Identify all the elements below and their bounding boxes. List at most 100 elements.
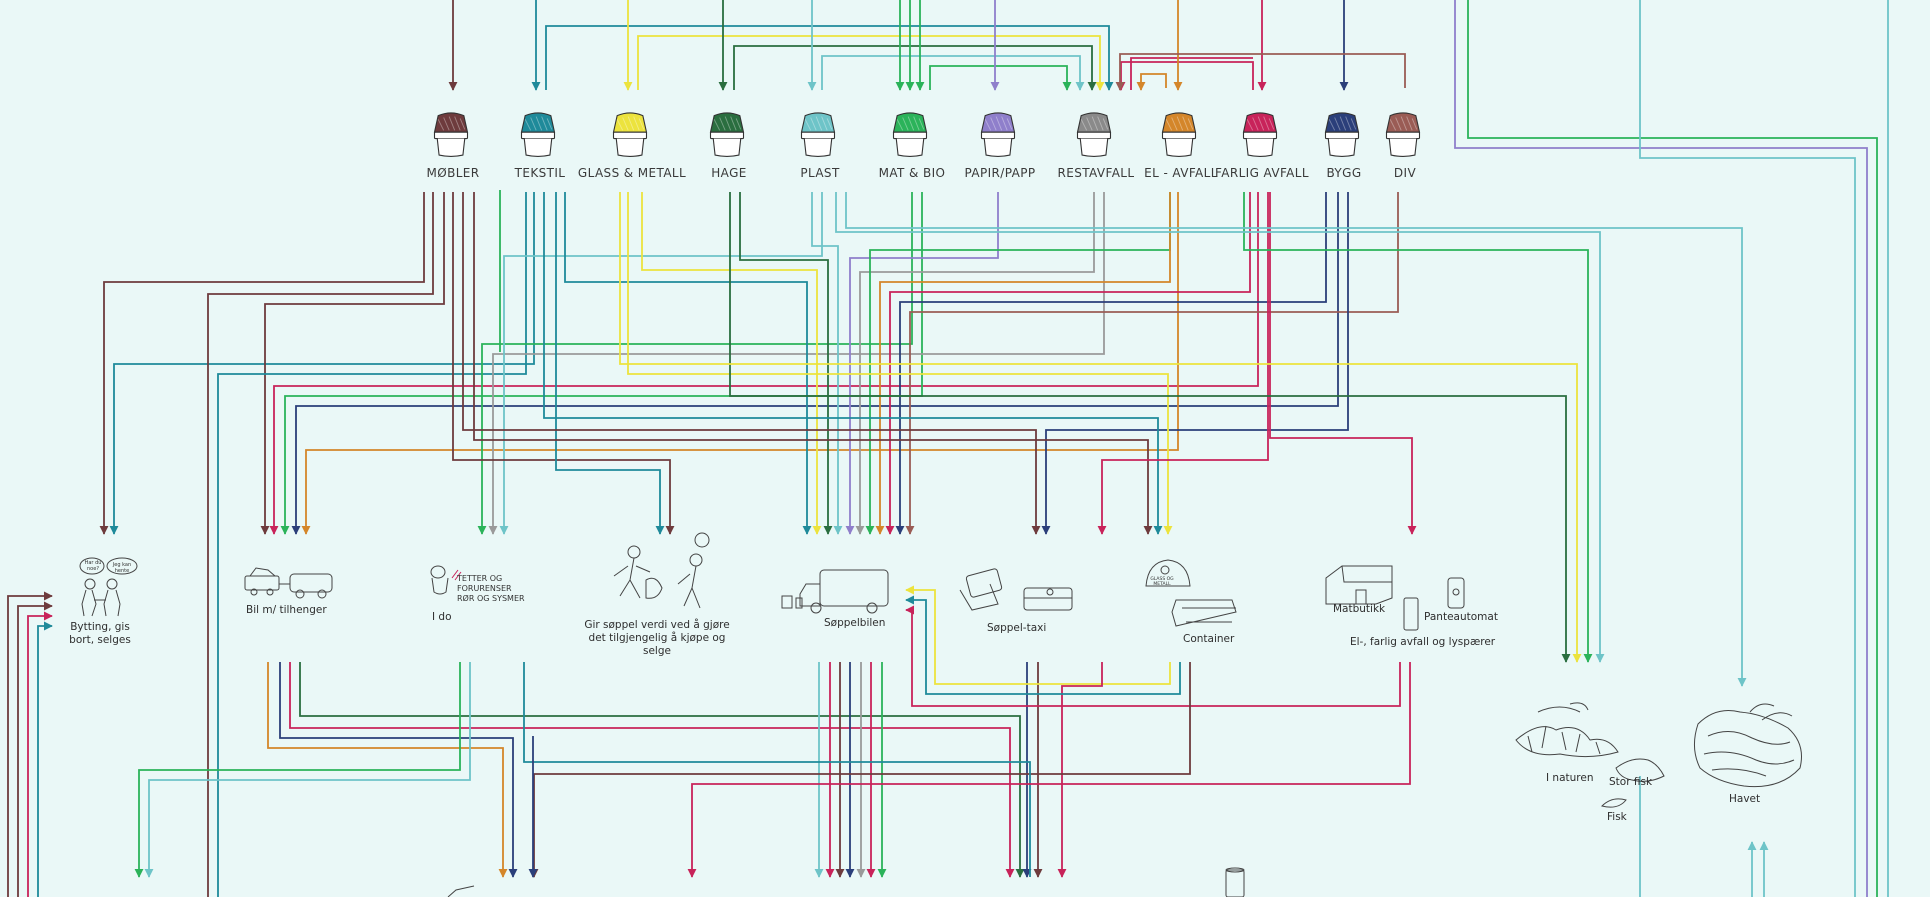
in-mat-line-4 bbox=[929, 65, 1072, 91]
bin-mat-label: MAT & BIO bbox=[878, 166, 946, 180]
left-tekstil-line bbox=[37, 621, 53, 897]
rest-to-soppelbilen bbox=[855, 192, 1095, 535]
mobler-to-gir bbox=[452, 192, 675, 535]
elfarlig-to-bilen bbox=[905, 605, 1401, 707]
bygg-to-soppelbilen bbox=[895, 192, 1327, 535]
ido-down-2 bbox=[144, 662, 471, 878]
left-mobler-line-1 bbox=[7, 591, 53, 897]
mat-to-naturen bbox=[1243, 192, 1593, 663]
dest-naturen: I naturen bbox=[1546, 772, 1594, 784]
bin-el-label: EL - AVFALL bbox=[1144, 166, 1218, 180]
in-hage-line-2 bbox=[733, 45, 1097, 91]
el-to-bil bbox=[301, 192, 1179, 535]
edge-mat-line bbox=[1467, 0, 1878, 897]
mobler-down-left bbox=[207, 192, 434, 897]
plast-to-ido bbox=[499, 192, 823, 535]
speech-bubble-2: Jeg kan hente bbox=[112, 562, 132, 574]
bil-down-3 bbox=[289, 662, 1015, 878]
bin-tekstil-icon bbox=[520, 112, 556, 158]
mobler-to-container bbox=[473, 192, 1153, 535]
el-to-soppelbilen bbox=[875, 192, 1171, 535]
dest-matbutikk: Matbutikk bbox=[1333, 603, 1386, 615]
bin-glass-icon bbox=[612, 112, 648, 158]
dest-bytting: Bytting, gis bort, selges bbox=[69, 621, 131, 646]
dest-gir: Gir søppel verdi ved å gjøre det tilgjen… bbox=[584, 619, 730, 657]
farlig-to-elfarlig bbox=[1269, 192, 1417, 535]
bin-el-icon bbox=[1161, 112, 1197, 158]
soppelbilen-sketch bbox=[781, 569, 889, 614]
dest-tetter: TETTER OG FORURENSER RØR OG SYSMER bbox=[457, 574, 525, 603]
bil-down-4 bbox=[299, 662, 1025, 878]
edge-papir-line bbox=[1454, 0, 1868, 897]
bin-farlig-icon bbox=[1242, 112, 1278, 158]
plast-to-soppelbilen bbox=[811, 192, 843, 535]
bil-down-1 bbox=[267, 662, 508, 878]
bin-hage-label: HAGE bbox=[711, 166, 747, 180]
mobler-to-taxi bbox=[462, 192, 1041, 535]
bil-sketch bbox=[244, 567, 333, 599]
in-div-line bbox=[1115, 53, 1406, 91]
tekstil-to-container bbox=[543, 192, 1163, 535]
bin-papir-icon bbox=[980, 112, 1016, 158]
container-to-bilen-2 bbox=[905, 595, 1181, 695]
soppeltaxi-sketch bbox=[959, 568, 1073, 611]
dest-fisk: Fisk bbox=[1607, 811, 1627, 823]
bin-plast-icon bbox=[800, 112, 836, 158]
bin-hage-icon bbox=[709, 112, 745, 158]
bin-div-label: DIV bbox=[1393, 166, 1417, 180]
bottom-sketches bbox=[447, 867, 1245, 897]
dest-ido: I do bbox=[432, 611, 452, 623]
farlig-to-container bbox=[1097, 192, 1269, 535]
dest-havet: Havet bbox=[1729, 793, 1761, 805]
tekstil-to-soppelbilen bbox=[564, 192, 812, 535]
bin-tekstil-label: TEKSTIL bbox=[514, 166, 566, 180]
dest-container: Container bbox=[1183, 633, 1235, 645]
edge-plast-line bbox=[1639, 0, 1856, 897]
elfarlig-down bbox=[687, 662, 1411, 878]
bin-mobler-label: MØBLER bbox=[426, 166, 480, 180]
plast-to-naturen-2 bbox=[835, 192, 1605, 663]
dest-glassmetall-sign: GLASS OG METALL bbox=[1150, 577, 1174, 587]
in-glass-line-2 bbox=[637, 35, 1105, 91]
farlig-to-soppelbilen bbox=[885, 192, 1251, 535]
in-el-line-2 bbox=[1136, 73, 1167, 91]
hage-to-naturen bbox=[729, 192, 1571, 663]
container-sketch bbox=[1145, 559, 1237, 627]
bin-plast-label: PLAST bbox=[800, 166, 840, 180]
div-to-soppelbilen bbox=[905, 192, 1399, 535]
left-mobler-line-2 bbox=[17, 601, 53, 897]
container-down-2 bbox=[1057, 662, 1103, 878]
tekstil-down-left bbox=[217, 192, 527, 897]
dest-soppeltaxi: Søppel-taxi bbox=[987, 622, 1047, 634]
ido-sketch bbox=[430, 565, 462, 595]
tekstil-to-gir bbox=[555, 192, 665, 535]
bytting-sketch bbox=[79, 557, 138, 617]
in-farlig-line-3 bbox=[1130, 57, 1253, 90]
bil-down-2 bbox=[279, 662, 518, 878]
bin-glass-label: GLASS & METALL bbox=[577, 166, 687, 180]
dest-panteautomat: Panteautomat bbox=[1424, 611, 1498, 623]
dest-soppelbilen: Søppelbilen bbox=[824, 617, 886, 629]
container-to-bilen-1 bbox=[905, 585, 1171, 685]
tekstil-to-bytting bbox=[109, 192, 535, 535]
ido-down-1 bbox=[134, 662, 461, 878]
mobler-to-bil bbox=[260, 192, 445, 535]
in-plast-line-2 bbox=[821, 55, 1085, 91]
bin-mobler-icon bbox=[433, 112, 469, 158]
tekstil-down-mid bbox=[523, 662, 1031, 877]
naturen-sketch bbox=[1515, 702, 1665, 808]
havet-sketch bbox=[1694, 703, 1802, 788]
bin-farlig-label: FARLIG AVFALL bbox=[1215, 166, 1309, 180]
bin-bygg-icon bbox=[1324, 112, 1360, 158]
mat-to-ido bbox=[477, 192, 913, 535]
bin-div-icon bbox=[1385, 112, 1421, 158]
glass-to-naturen bbox=[619, 192, 1582, 663]
bin-bygg-label: BYGG bbox=[1326, 166, 1362, 180]
speech-bubble-1: Har du noe? bbox=[84, 560, 102, 572]
left-farlig-line bbox=[27, 611, 53, 897]
mat-to-bil bbox=[280, 192, 923, 535]
mobler-to-bytting bbox=[99, 192, 425, 535]
bin-rest-icon bbox=[1076, 112, 1112, 158]
rest-to-ido bbox=[488, 192, 1105, 535]
